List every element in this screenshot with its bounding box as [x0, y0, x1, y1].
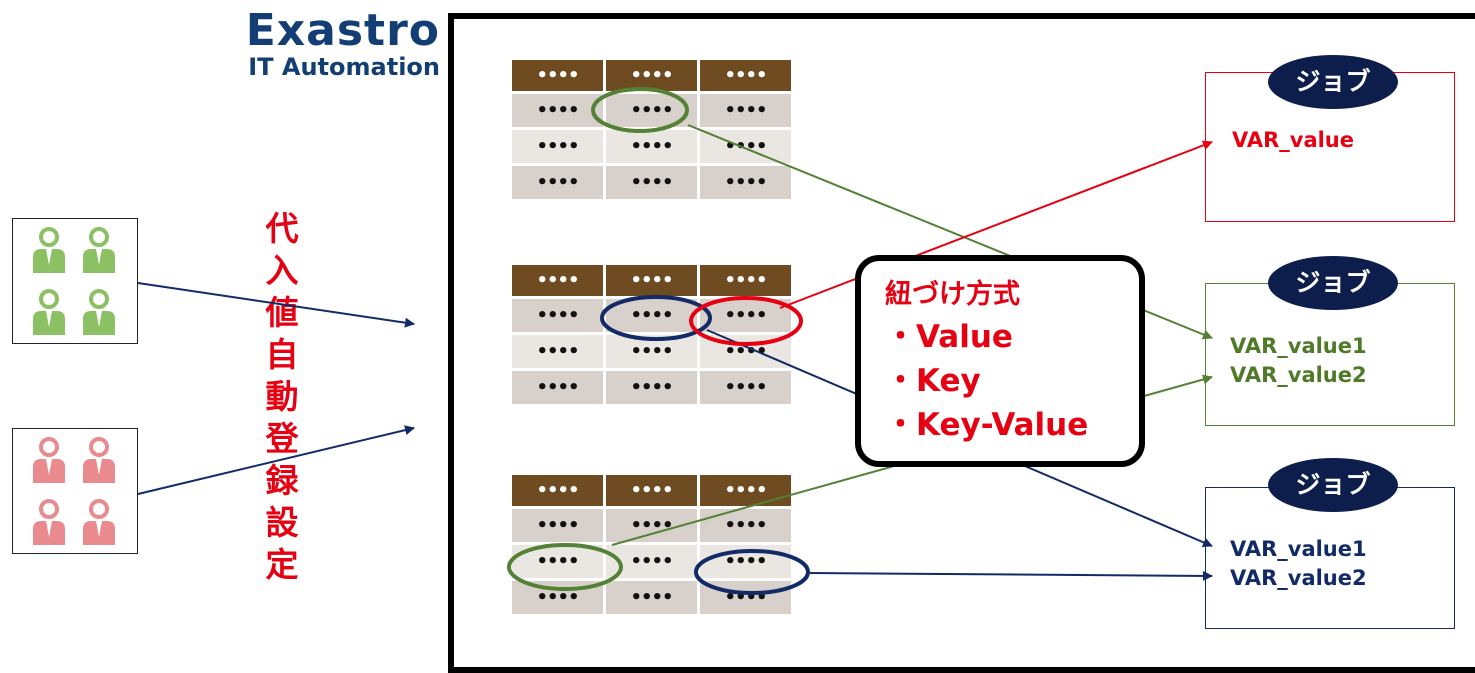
table-header-cell: •••• [512, 265, 603, 296]
user-icon [83, 289, 115, 335]
table-header-cell: •••• [512, 475, 603, 506]
vertical-title-char: 自 [265, 335, 299, 374]
highlight-ellipse-green [591, 87, 689, 133]
table-cell: •••• [606, 166, 697, 199]
table-cell: •••• [512, 581, 603, 614]
logo-sub-text: IT Automation [248, 53, 440, 81]
table-header-cell: •••• [700, 265, 791, 296]
vertical-title: 代 入 値 自 動 登 録 設 定 [257, 208, 307, 586]
job-pill-3: ジョブ [1268, 458, 1398, 512]
table-header-cell: •••• [700, 60, 791, 91]
table-cell: •••• [700, 94, 791, 127]
job-pill-1: ジョブ [1268, 55, 1398, 109]
table-cell: •••• [512, 94, 603, 127]
highlight-ellipse-red [689, 296, 803, 346]
highlight-ellipse-green [507, 543, 623, 591]
highlight-ellipse-navy [600, 295, 712, 341]
user-icon [83, 499, 115, 545]
table-cell: •••• [512, 299, 603, 332]
link-navy-table3-to-job3 [809, 570, 1213, 581]
table-cell: •••• [606, 130, 697, 163]
user-icon [33, 437, 65, 483]
vertical-title-char: 録 [265, 461, 299, 500]
arrow-green-users [137, 282, 415, 328]
mapping-method-box: 紐づけ方式 ・Value ・Key ・Key-Value [855, 255, 1145, 467]
vertical-title-char: 登 [265, 419, 299, 458]
mapping-method-title: 紐づけ方式 [885, 279, 1020, 310]
vertical-title-char: 入 [265, 251, 299, 290]
table-cell: •••• [512, 509, 603, 542]
highlight-ellipse-navy [694, 549, 810, 595]
mapping-method-item: ・Key-Value [885, 407, 1089, 443]
link-red-table2-to-job1 [779, 140, 1213, 309]
table-cell: •••• [512, 335, 603, 368]
parameter-table-2: •••••••••••• •••••••••••• •••••••••••• •… [509, 262, 794, 407]
user-icon [33, 499, 65, 545]
job-2-var: VAR_value2 [1230, 363, 1367, 387]
parameter-table-1: •••••••••••• •••••••••••• •••••••••••• •… [509, 57, 794, 202]
table-header-cell: •••• [606, 265, 697, 296]
user-icon [33, 227, 65, 273]
user-icon [33, 289, 65, 335]
arrow-pink-users [137, 425, 415, 495]
table-header-cell: •••• [606, 475, 697, 506]
vertical-title-char: 設 [265, 503, 299, 542]
logo-main-text: Exastro [245, 5, 440, 56]
mapping-method-item: ・Key [885, 363, 981, 399]
table-header-cell: •••• [606, 60, 697, 91]
table-cell: •••• [512, 371, 603, 404]
table-cell: •••• [512, 166, 603, 199]
vertical-title-char: 値 [265, 293, 299, 332]
vertical-title-char: 代 [265, 209, 299, 248]
job-1-var: VAR_value [1232, 128, 1355, 152]
user-icon [83, 437, 115, 483]
job-pill-2: ジョブ [1268, 256, 1398, 310]
table-cell: •••• [606, 371, 697, 404]
table-cell: •••• [700, 509, 791, 542]
table-cell: •••• [512, 130, 603, 163]
mapping-method-item: ・Value [885, 319, 1013, 355]
table-header-cell: •••• [512, 60, 603, 91]
table-cell: •••• [606, 299, 697, 332]
exastro-logo: Exastro IT Automation [210, 5, 440, 81]
job-2-var: VAR_value1 [1230, 334, 1367, 358]
user-icon [83, 227, 115, 273]
user-group-green [12, 218, 138, 344]
job-3-var: VAR_value2 [1230, 566, 1367, 590]
vertical-title-char: 動 [265, 377, 299, 416]
table-cell: •••• [606, 581, 697, 614]
table-header-cell: •••• [700, 475, 791, 506]
table-cell: •••• [700, 166, 791, 199]
job-3-var: VAR_value1 [1230, 537, 1367, 561]
connector-layer [137, 87, 1213, 595]
table-cell: •••• [700, 371, 791, 404]
table-cell: •••• [700, 299, 791, 332]
vertical-title-char: 定 [265, 545, 299, 584]
user-group-pink [12, 428, 138, 554]
